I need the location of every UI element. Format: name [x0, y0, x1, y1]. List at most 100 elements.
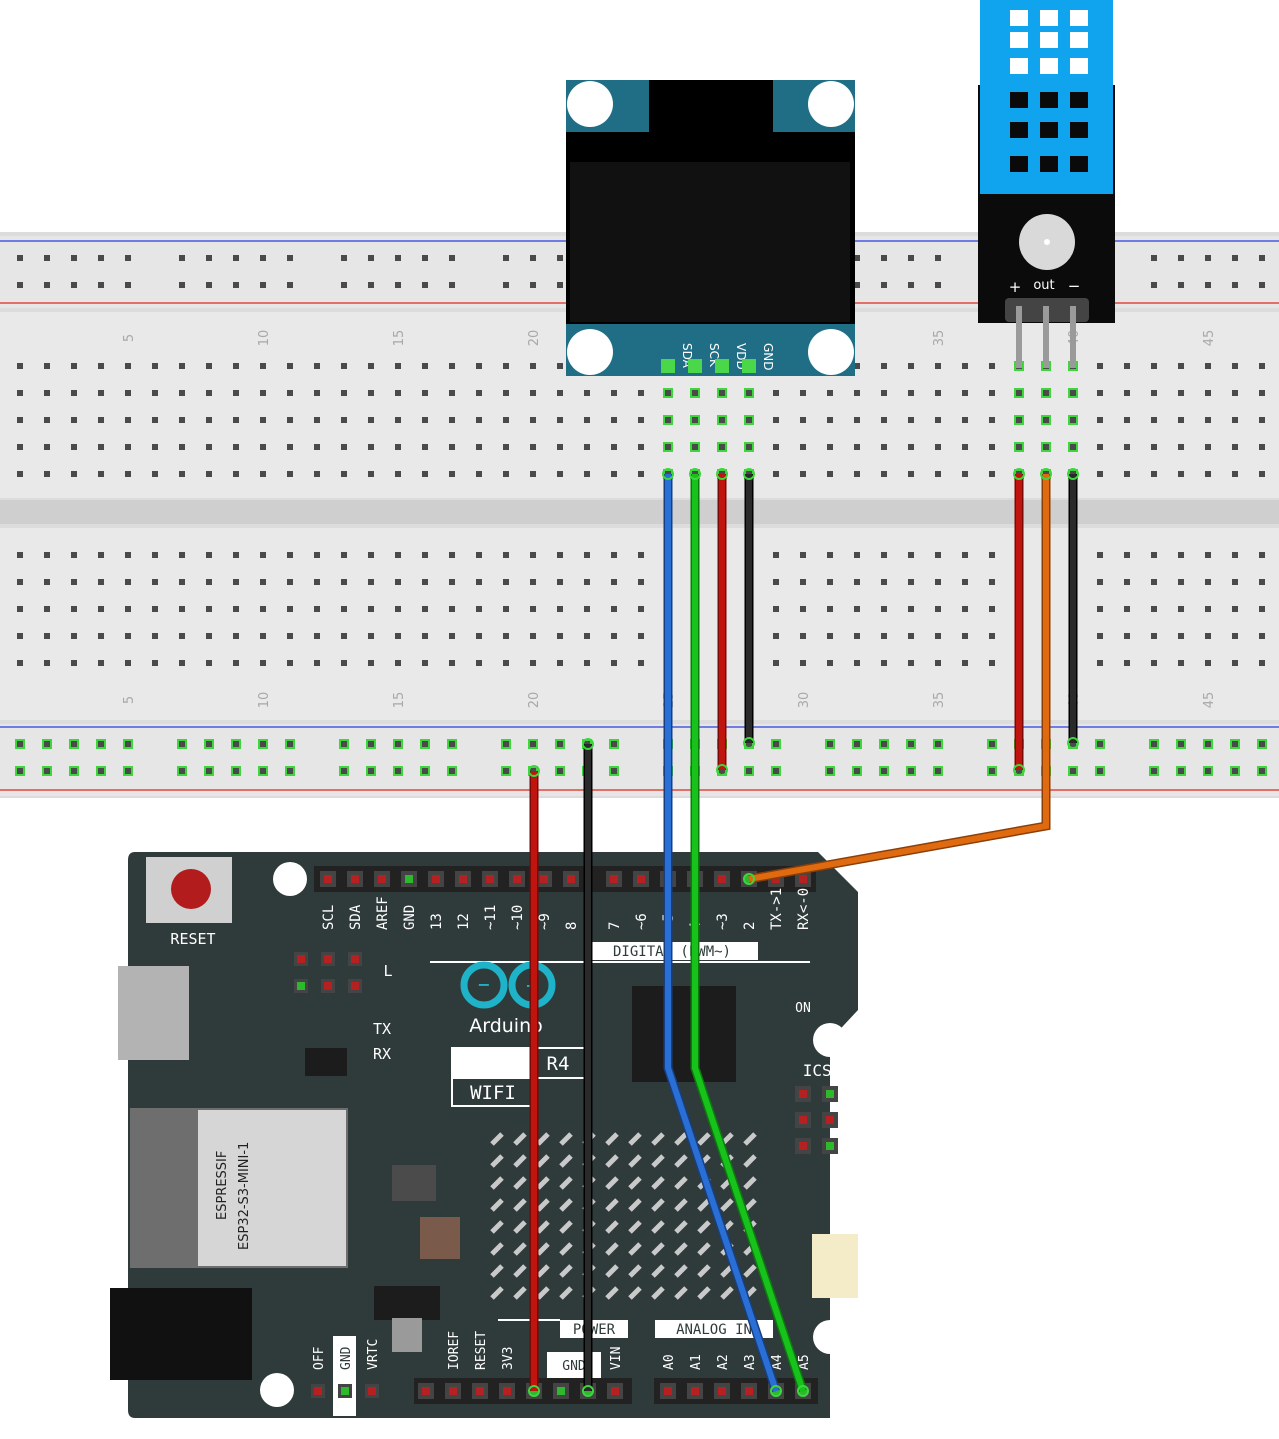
column-number: 10: [257, 692, 272, 709]
breadboard-hole: [260, 741, 266, 747]
breadboard-hole: [962, 579, 968, 585]
board-mount-hole: [813, 1023, 847, 1057]
breadboard-hole: [557, 363, 563, 369]
matrix-led: [490, 1220, 504, 1234]
breadboard-hole: [935, 633, 941, 639]
breadboard-hole: [368, 768, 374, 774]
breadboard-hole: [98, 255, 104, 261]
breadboard-hole: [1259, 282, 1265, 288]
breadboard-hole: [827, 660, 833, 666]
wire-endpoint: [582, 1385, 594, 1397]
breadboard-hole: [935, 579, 941, 585]
breadboard-hole: [287, 471, 293, 477]
breadboard-hole: [260, 471, 266, 477]
breadboard-hole: [206, 417, 212, 423]
breadboard-hole: [908, 579, 914, 585]
breadboard-hole: [1151, 660, 1157, 666]
breadboard-hole: [773, 633, 779, 639]
breadboard-hole: [422, 390, 428, 396]
wire-endpoint: [743, 468, 755, 480]
power-pin-label: VIN: [609, 1347, 624, 1370]
breadboard-hole: [125, 417, 131, 423]
breadboard-hole: [935, 606, 941, 612]
usb-c-port: [118, 966, 189, 1060]
breadboard-hole: [476, 390, 482, 396]
breadboard-hole: [1259, 255, 1265, 261]
breadboard-hole: [584, 633, 590, 639]
breadboard-hole: [179, 660, 185, 666]
board-pad-contact: [297, 982, 305, 990]
dht-vent: [1010, 92, 1028, 108]
board-pad-contact: [324, 982, 332, 990]
header-pin-contact: [637, 875, 645, 883]
breadboard-hole: [1259, 471, 1265, 477]
dht-vent: [1010, 156, 1028, 172]
breadboard-hole: [449, 552, 455, 558]
dht-vent: [1040, 156, 1058, 172]
header-pin-label: ~3: [715, 913, 731, 930]
breadboard-hole: [1259, 579, 1265, 585]
wire-endpoint: [662, 468, 674, 480]
breadboard-hole: [530, 552, 536, 558]
power-pin-contact: [422, 1387, 430, 1395]
breadboard-hole: [71, 579, 77, 585]
breadboard-hole: [773, 390, 779, 396]
breadboard-hole: [719, 390, 725, 396]
mount-hole: [567, 81, 613, 127]
breadboard-hole: [71, 741, 77, 747]
matrix-led: [651, 1154, 665, 1168]
breadboard-hole: [449, 606, 455, 612]
breadboard-hole: [71, 552, 77, 558]
breadboard-hole: [1124, 606, 1130, 612]
breadboard-hole: [1097, 471, 1103, 477]
matrix-led: [513, 1220, 527, 1234]
breadboard-hole: [287, 633, 293, 639]
breadboard-hole: [179, 417, 185, 423]
breadboard-hole: [71, 606, 77, 612]
breadboard-hole: [638, 390, 644, 396]
breadboard-hole: [98, 390, 104, 396]
breadboard-hole: [233, 660, 239, 666]
breadboard-hole: [1232, 390, 1238, 396]
breadboard-hole: [638, 633, 644, 639]
breadboard-hole: [665, 390, 671, 396]
breadboard-hole: [827, 633, 833, 639]
wire-endpoint: [1013, 468, 1025, 480]
reset-button[interactable]: [171, 869, 211, 909]
breadboard-hole: [179, 606, 185, 612]
header-pin-contact: [799, 875, 807, 883]
breadboard-hole: [1178, 363, 1184, 369]
bottom-header-pins: [418, 1383, 811, 1399]
bottom-left-label: GND: [339, 1346, 354, 1370]
breadboard-hole: [1016, 417, 1022, 423]
breadboard-hole: [881, 660, 887, 666]
breadboard-hole: [71, 390, 77, 396]
matrix-led: [605, 1154, 619, 1168]
breadboard-hole: [854, 633, 860, 639]
breadboard-hole: [908, 363, 914, 369]
breadboard-hole: [962, 363, 968, 369]
breadboard-hole: [503, 768, 509, 774]
bottom-left-pad-contact: [368, 1387, 376, 1395]
breadboard-hole: [422, 552, 428, 558]
matrix-led: [674, 1242, 688, 1256]
breadboard-hole: [341, 255, 347, 261]
icsp-pin-contact: [826, 1090, 834, 1098]
matrix-led: [536, 1198, 550, 1212]
breadboard-hole: [314, 552, 320, 558]
breadboard-hole: [854, 471, 860, 477]
breadboard-hole: [800, 390, 806, 396]
breadboard-hole: [368, 255, 374, 261]
breadboard-hole: [557, 255, 563, 261]
center-channel: [0, 500, 1279, 524]
breadboard-hole: [395, 660, 401, 666]
breadboard-hole: [476, 444, 482, 450]
breadboard-hole: [125, 444, 131, 450]
breadboard-hole: [1097, 579, 1103, 585]
breadboard-hole: [179, 471, 185, 477]
breadboard-hole: [773, 606, 779, 612]
icsp-pin-contact: [826, 1116, 834, 1124]
breadboard-hole: [935, 255, 941, 261]
